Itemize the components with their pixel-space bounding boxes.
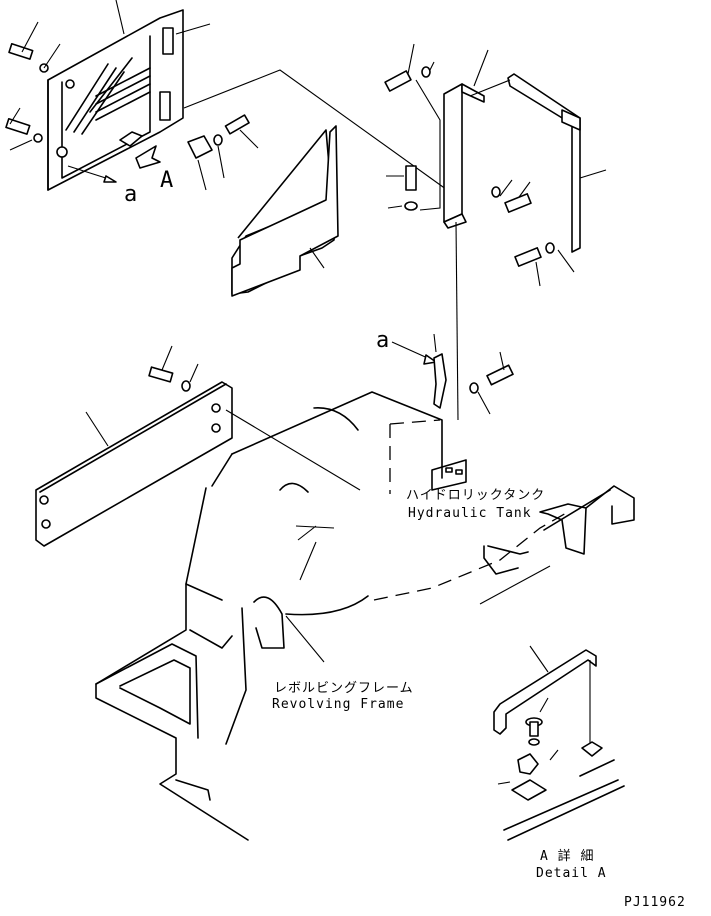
- revolving-frame-label-en: Revolving Frame: [272, 697, 404, 712]
- bolt-icon: [384, 66, 555, 267]
- side-cover-panel: [47, 9, 184, 191]
- stay-bracket: [433, 353, 447, 409]
- long-side-plate: [35, 381, 233, 547]
- hydraulic-tank: [211, 391, 467, 494]
- detail-a: [493, 649, 625, 841]
- bolt-icon: [148, 366, 191, 392]
- hydraulic-tank-label-en: Hydraulic Tank: [408, 506, 532, 521]
- view-arrow-icon: [135, 145, 161, 169]
- sloped-plate: [231, 125, 339, 297]
- drawing-number: PJ11962: [624, 895, 686, 910]
- bolt-icon: [5, 42, 250, 159]
- detail-label-en: Detail A: [536, 866, 607, 881]
- revolving-frame-label-jp: レボルビングフレーム: [274, 681, 414, 696]
- view-letter: A: [160, 168, 173, 193]
- revolving-frame: [95, 485, 635, 841]
- detail-label-jp: A 詳 細: [540, 848, 594, 864]
- ref-a-label-mid: a: [376, 328, 389, 353]
- bolt-icon: [469, 364, 514, 394]
- tank-bracket: [443, 73, 581, 253]
- hydraulic-tank-label-jp: ハイドロリックタンク: [406, 488, 545, 503]
- ref-a-label: a: [124, 182, 137, 207]
